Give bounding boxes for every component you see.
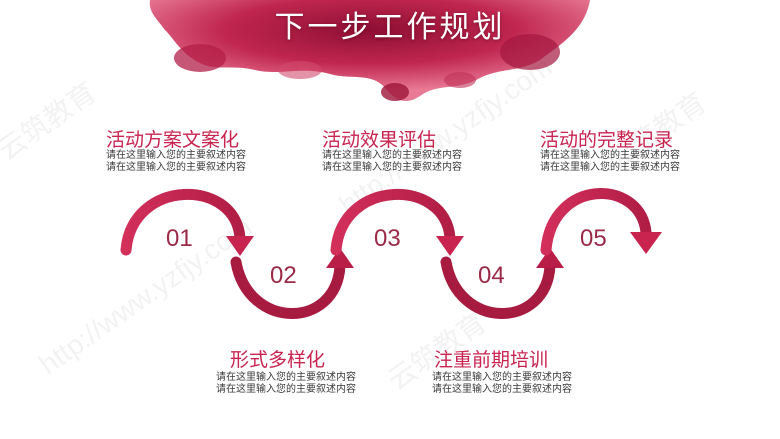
step-number-05: 05 [580,225,607,252]
step-desc-line: 请在这里输入您的主要叙述内容 [216,372,356,383]
arrow-up-icon [326,248,354,268]
step-title-03: 活动效果评估 [322,129,437,151]
step-desc-line: 请在这里输入您的主要叙述内容 [106,150,246,161]
ink-splash-header [149,0,591,102]
arrow-down-icon [436,236,464,256]
arrow-down-icon [226,236,254,256]
step-desc-line: 请在这里输入您的主要叙述内容 [322,162,462,173]
step-number-03: 03 [374,225,401,252]
wave-segment-02 [230,256,346,319]
step-desc-line: 请在这里输入您的主要叙述内容 [540,150,680,161]
step-title-02: 形式多样化 [230,349,326,371]
step-desc-01: 请在这里输入您的主要叙述内容 请在这里输入您的主要叙述内容 [106,150,246,174]
step-desc-04: 请在这里输入您的主要叙述内容 请在这里输入您的主要叙述内容 [432,372,572,396]
step-desc-line: 请在这里输入您的主要叙述内容 [216,384,356,395]
wave-segment-04 [440,256,556,319]
page-title: 下一步工作规划 [274,10,506,45]
step-title-04: 注重前期培训 [434,349,549,371]
arrow-up-icon [536,248,564,268]
step-desc-line: 请在这里输入您的主要叙述内容 [432,372,572,383]
step-number-04: 04 [478,262,505,289]
wave-segment-01 [120,189,246,256]
arrow-down-icon [630,232,662,254]
step-desc-02: 请在这里输入您的主要叙述内容 请在这里输入您的主要叙述内容 [216,372,356,396]
step-desc-line: 请在这里输入您的主要叙述内容 [322,150,462,161]
step-desc-03: 请在这里输入您的主要叙述内容 请在这里输入您的主要叙述内容 [322,150,462,174]
step-number-01: 01 [166,225,193,252]
step-desc-line: 请在这里输入您的主要叙述内容 [432,384,572,395]
wave-segment-05 [540,188,652,256]
step-title-05: 活动的完整记录 [540,129,674,151]
step-desc-05: 请在这里输入您的主要叙述内容 请在这里输入您的主要叙述内容 [540,150,680,174]
step-title-01: 活动方案文案化 [106,129,240,151]
step-number-02: 02 [270,262,297,289]
step-desc-line: 请在这里输入您的主要叙述内容 [540,162,680,173]
step-desc-line: 请在这里输入您的主要叙述内容 [106,162,246,173]
wave-segment-03 [330,189,456,256]
